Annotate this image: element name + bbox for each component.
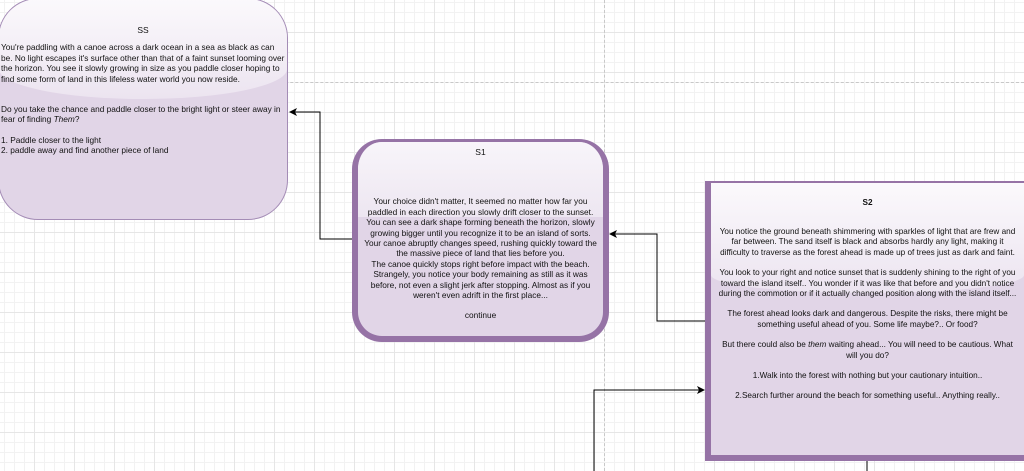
- paragraph: You're paddling with a canoe across a da…: [1, 42, 285, 84]
- question-end: ?: [74, 114, 80, 125]
- option-1: 1.Walk into the forest with nothing but …: [752, 371, 983, 381]
- node-title: S2: [862, 198, 873, 207]
- emphasis: them: [808, 340, 827, 350]
- question-emphasis: Them: [53, 114, 75, 125]
- paragraph: The canoe quickly stops right before imp…: [370, 258, 591, 301]
- node-ss[interactable]: SS You're paddling with a canoe across a…: [0, 0, 288, 220]
- node-title: S1: [475, 147, 486, 157]
- page-break-horizontal: [0, 82, 1024, 83]
- paragraph: You notice the ground beneath shimmering…: [719, 227, 1016, 257]
- option-2: 2. paddle away and find another piece of…: [1, 145, 169, 156]
- option-continue: continue: [464, 310, 497, 321]
- node-title: SS: [137, 25, 149, 35]
- node-body: You notice the ground beneath shimmering…: [711, 227, 1024, 402]
- text: But there could also be: [722, 340, 809, 350]
- edge-s2-to-s1[interactable]: [609, 230, 706, 322]
- node-s1[interactable]: S1 Your choice didn't matter, It seemed …: [352, 139, 609, 342]
- edge-s1-to-ss[interactable]: [289, 108, 353, 240]
- node-s2[interactable]: S2 You notice the ground beneath shimmer…: [705, 181, 1024, 461]
- question-text: Do you take the chance and paddle closer…: [1, 104, 281, 125]
- paragraph: Your choice didn't matter, It seemed no …: [364, 196, 597, 259]
- paragraph: You look to your right and notice sunset…: [718, 268, 1017, 299]
- node-body: Your choice didn't matter, It seemed no …: [358, 196, 603, 320]
- option-2: 2.Search further around the beach for so…: [735, 391, 1000, 401]
- question: Do you take the chance and paddle closer…: [1, 104, 285, 125]
- node-body: You're paddling with a canoe across a da…: [0, 42, 287, 155]
- paragraph: The forest ahead looks dark and dangerou…: [727, 309, 1008, 329]
- edge-incoming-to-s2[interactable]: [593, 386, 705, 471]
- text: waiting ahead... You will need to be cau…: [826, 340, 1013, 360]
- paragraph: But there could also be them waiting ahe…: [717, 340, 1018, 361]
- option-1: 1. Paddle closer to the light: [1, 134, 102, 145]
